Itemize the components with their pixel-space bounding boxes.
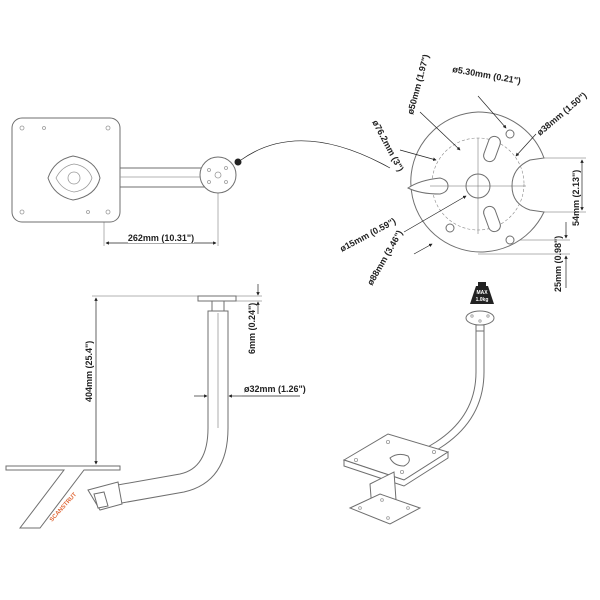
- top-arm: [119, 167, 205, 188]
- dim-d762: ø76.2mm (3"): [370, 118, 405, 173]
- detail-marker-dot: [234, 158, 242, 166]
- top-view: 262mm (10.31"): [11, 117, 391, 246]
- dim-54-label: 54mm (2.13"): [571, 170, 581, 226]
- iso-view: MAX 1.0kg: [342, 282, 495, 525]
- dim-262-label: 262mm (10.31"): [128, 233, 194, 243]
- detail-slot-pair: [483, 135, 501, 233]
- dim-32-label: ø32mm (1.26"): [244, 384, 306, 394]
- dim-262: 262mm (10.31"): [103, 193, 219, 246]
- iso-foot-plate: [348, 493, 422, 525]
- dim-54: 54mm (2.13"): [544, 157, 586, 226]
- dim-32: ø32mm (1.26"): [194, 384, 306, 398]
- dim-404: 404mm (25.4"): [84, 295, 198, 467]
- dim-d530: ø5.30mm (0.21"): [452, 64, 522, 86]
- iso-head-plate: [465, 310, 495, 326]
- iso-base-edge: [343, 451, 449, 487]
- top-base-holes: [19, 125, 111, 215]
- load-weight-icon: MAX 1.0kg: [470, 282, 494, 304]
- detail-leader: [240, 140, 391, 169]
- dim-d50: ø50mm (1.97"): [405, 53, 431, 115]
- load-value-label: 1.0kg: [476, 297, 489, 303]
- detail-view: ø50mm (1.97") ø5.30mm (0.21") ø76.2mm (3…: [338, 53, 588, 292]
- dim-404-label: 404mm (25.4"): [84, 341, 94, 402]
- side-base-plate: [5, 465, 121, 529]
- load-max-label: MAX: [476, 290, 488, 296]
- detail-bolt-holes: [445, 129, 515, 245]
- side-tube: [111, 310, 229, 505]
- dim-25-label: 25mm (0.98"): [553, 236, 563, 292]
- side-top-plate: [197, 295, 237, 302]
- dim-6-label: 6mm (0.24"): [247, 303, 257, 354]
- side-top-flange: [211, 300, 225, 312]
- side-view: SCANSTRUT 404mm (25.4") 6mm (0.24") ø32m…: [5, 284, 306, 529]
- dim-25: 25mm (0.98"): [478, 222, 570, 292]
- dim-d38: ø38mm (1.50"): [535, 90, 589, 137]
- dim-6: 6mm (0.24"): [236, 284, 262, 354]
